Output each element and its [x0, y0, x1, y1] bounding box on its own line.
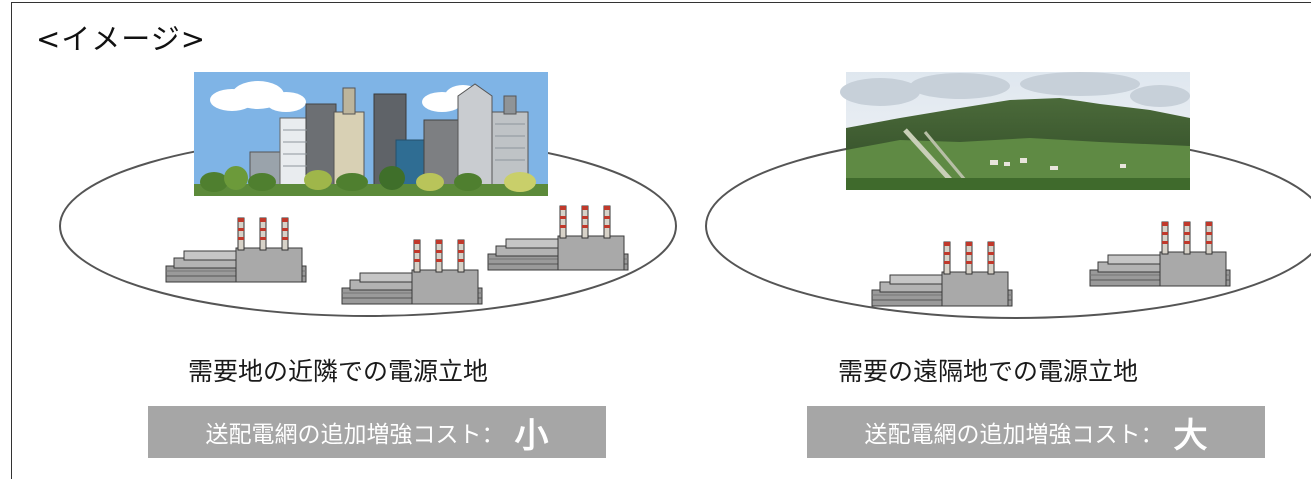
power-plant-icon [1089, 221, 1231, 287]
power-plant-icon [487, 205, 629, 271]
diagram-frame [11, 2, 1311, 479]
power-plant-icon [871, 241, 1013, 307]
power-plant-icon [341, 239, 483, 305]
city-skyline-icon [194, 72, 548, 196]
right-caption: 需要の遠隔地での電源立地 [838, 357, 1139, 386]
power-plant-icon [165, 217, 307, 283]
left-cost-size: 小 [514, 415, 549, 456]
left-cost-badge: 送配電網の追加増強コスト： 小 [148, 406, 606, 458]
left-caption: 需要地の近隣での電源立地 [188, 357, 489, 386]
mountain-landscape-icon [840, 72, 1190, 190]
image-heading: <イメージ> [36, 22, 207, 56]
right-cost-size: 大 [1173, 415, 1208, 456]
left-cost-label: 送配電網の追加増強コスト： [205, 422, 505, 448]
right-cost-label: 送配電網の追加増強コスト： [864, 422, 1164, 448]
right-cost-badge: 送配電網の追加増強コスト： 大 [807, 406, 1265, 458]
